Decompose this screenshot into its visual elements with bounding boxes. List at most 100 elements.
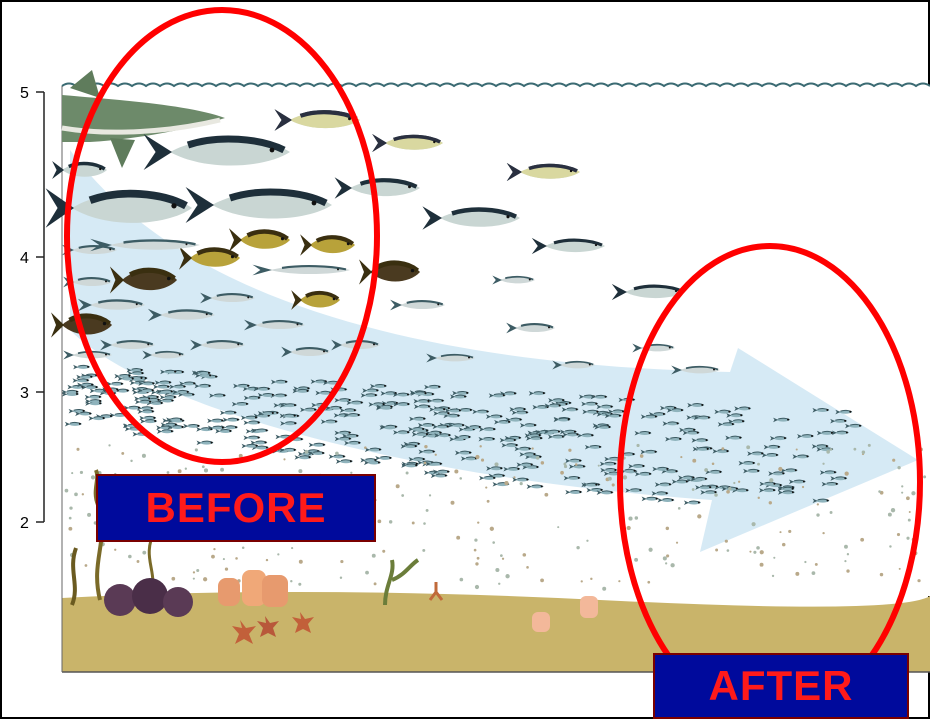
plankton-speck <box>490 527 494 531</box>
plankton-speck <box>401 494 404 497</box>
plankton-speck <box>114 549 116 551</box>
plankton-speck <box>618 580 620 582</box>
plankton-speck <box>564 465 567 468</box>
plankton-speck <box>802 486 804 488</box>
plankton-speck <box>692 488 695 491</box>
plankton-speck <box>128 555 132 559</box>
plankton-speck <box>917 579 920 582</box>
plankton-speck <box>171 577 175 581</box>
plankton-speck <box>908 519 911 522</box>
plankton-speck <box>623 475 627 479</box>
plankton-speck <box>678 507 681 510</box>
plankton-speck <box>647 581 650 584</box>
plankton-speck <box>634 558 638 562</box>
plankton-speck <box>769 501 772 504</box>
plankton-speck <box>487 500 490 503</box>
plankton-speck <box>892 459 895 462</box>
plankton-speck <box>85 564 88 567</box>
plankton-speck <box>223 558 225 560</box>
plankton-speck <box>760 563 764 567</box>
axis-tick-label: 3 <box>20 385 29 402</box>
plankton-speck <box>71 472 73 474</box>
plankton-speck <box>714 493 718 497</box>
plankton-speck <box>494 462 498 466</box>
plankton-speck <box>575 463 578 466</box>
plankton-speck <box>505 574 509 578</box>
plankton-speck <box>481 459 484 462</box>
plankton-speck <box>142 454 146 458</box>
plankton-speck <box>901 492 903 494</box>
plankton-speck <box>69 517 72 520</box>
plankton-speck <box>760 550 764 554</box>
plankton-speck <box>788 530 791 533</box>
trophic-level-axis: 5 4 3 2 <box>20 85 44 532</box>
plankton-speck <box>581 580 583 582</box>
plankton-speck <box>612 483 615 486</box>
axis-tick-label: 5 <box>20 85 29 102</box>
plankton-speck <box>906 496 910 500</box>
plankton-speck <box>365 571 369 575</box>
plankton-speck <box>752 522 756 526</box>
plankton-speck <box>203 577 207 581</box>
plankton-speck <box>733 482 735 484</box>
plankton-speck <box>242 546 245 549</box>
plankton-speck <box>753 551 756 554</box>
plankton-speck <box>779 531 781 533</box>
plankton-speck <box>121 452 124 455</box>
plankton-speck <box>492 541 495 544</box>
plankton-speck <box>298 583 301 586</box>
plankton-speck <box>82 493 84 495</box>
plankton-speck <box>142 551 146 555</box>
axis-tick-label: 2 <box>20 515 29 532</box>
plankton-speck <box>782 543 786 547</box>
plankton-speck <box>666 527 669 530</box>
plankton-speck <box>692 459 696 463</box>
plankton-speck <box>477 557 480 560</box>
plankton-speck <box>590 578 592 580</box>
plankton-speck <box>305 450 309 454</box>
plankton-speck <box>406 472 409 475</box>
plankton-speck <box>291 547 293 549</box>
plankton-speck <box>715 549 718 552</box>
plankton-speck <box>897 466 900 469</box>
before-label-text: BEFORE <box>145 484 326 532</box>
plankton-speck <box>728 487 731 490</box>
plankton-speck <box>536 456 540 460</box>
plankton-speck <box>340 577 342 579</box>
plankton-speck <box>757 463 760 466</box>
plankton-speck <box>666 554 669 557</box>
plankton-speck <box>423 522 426 525</box>
plankton-speck <box>826 450 830 454</box>
plankton-speck <box>773 557 775 559</box>
plankton-speck <box>568 449 571 452</box>
after-label: AFTER <box>653 653 909 719</box>
plankton-speck <box>65 489 69 493</box>
plankton-speck <box>185 468 187 470</box>
plankton-speck <box>697 514 701 518</box>
plankton-speck <box>880 573 883 576</box>
plankton-speck <box>847 553 849 555</box>
plankton-speck <box>137 560 140 563</box>
plankton-speck <box>204 468 208 472</box>
plankton-speck <box>627 526 631 530</box>
plankton-speck <box>340 560 343 563</box>
plankton-speck <box>704 468 708 472</box>
plankton-speck <box>812 571 816 575</box>
plankton-speck <box>283 458 285 460</box>
plankton-speck <box>364 446 367 449</box>
plankton-speck <box>429 494 431 496</box>
plankton-speck <box>435 454 437 456</box>
plankton-speck <box>520 482 523 485</box>
plankton-speck <box>862 451 865 454</box>
plankton-speck <box>640 454 644 458</box>
plankton-speck <box>213 548 215 550</box>
plankton-speck <box>853 448 856 451</box>
plankton-speck <box>424 445 427 448</box>
plankton-speck <box>87 513 91 517</box>
plankton-speck <box>769 478 773 482</box>
plankton-speck <box>474 549 477 552</box>
plankton-speck <box>195 448 198 451</box>
plankton-speck <box>665 562 667 564</box>
plankton-speck <box>815 563 818 566</box>
